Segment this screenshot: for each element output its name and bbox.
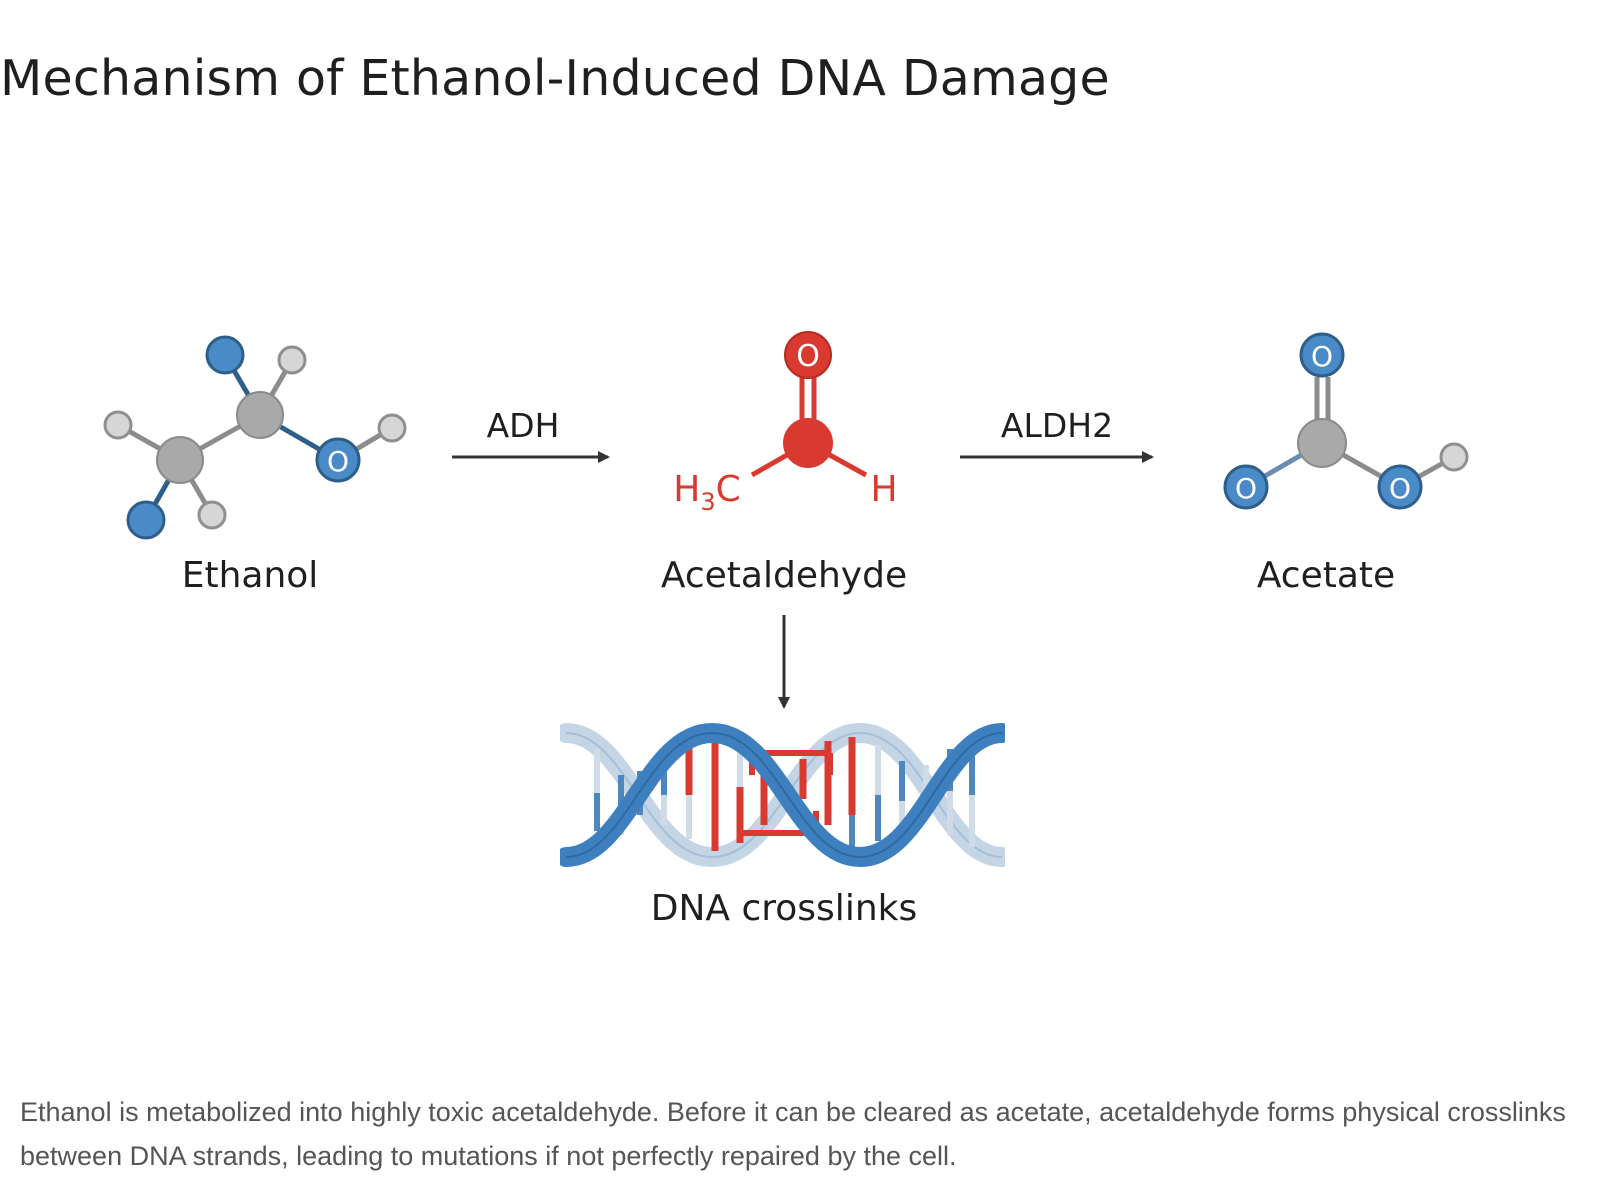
methyl-group: H3C [673,469,741,516]
oxygen-atom [315,437,361,483]
carbon-atom [156,436,204,484]
oxygen-symbol: O [1235,472,1257,505]
hydrogen-atom [277,345,307,375]
oxygen-atom [1223,464,1269,510]
page-title: Mechanism of Ethanol-Induced DNA Damage [0,50,1110,107]
diagram-caption: Ethanol is metabolized into highly toxic… [20,1097,1566,1171]
blue-atom [205,335,245,375]
oxygen-symbol: O [327,445,349,478]
carbon-atom [1297,418,1347,468]
aldh2-label: ALDH2 [1001,406,1113,445]
dna-helix-icon [560,722,1005,868]
oxygen-symbol: O [1389,472,1411,505]
oxygen-atom [1299,332,1345,378]
carbonyl-carbon-atom [783,418,833,468]
oxygen-atom [1377,464,1423,510]
acetate-molecule: O O O [1223,332,1469,510]
ethanol-molecule: O [103,335,407,540]
ethanol-label: Ethanol [182,555,319,596]
hydrogen-atom [377,413,407,443]
oxygen-symbol: O [1311,340,1333,373]
blue-atom [126,500,166,540]
mechanism-diagram: O Ethanol ADH O H3C H Acetaldehyde ALDH2 [0,175,1600,1035]
hydrogen-symbol: H [870,469,897,510]
hydrogen-atom [103,410,133,440]
hydrogen-atom [1439,442,1469,472]
adh-label: ADH [487,406,560,445]
acetaldehyde-label: Acetaldehyde [661,555,907,596]
oxygen-atom [784,331,832,379]
carbon-atom [236,391,284,439]
acetaldehyde-molecule: O H3C H [673,331,898,516]
oxygen-symbol: O [796,339,820,374]
hydrogen-atom [197,500,227,530]
dna-crosslinks-label: DNA crosslinks [651,888,917,929]
acetate-label: Acetate [1257,555,1395,596]
